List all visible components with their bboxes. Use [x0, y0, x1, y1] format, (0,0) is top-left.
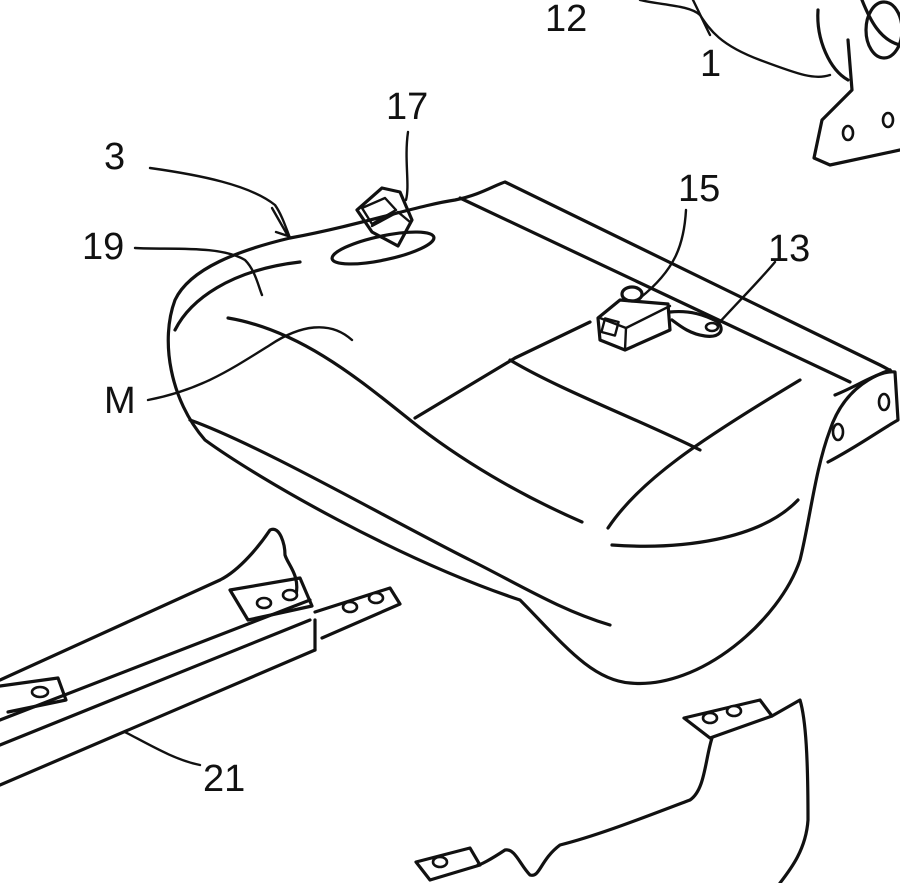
- leader-12: [638, 0, 832, 79]
- arrow-3: [270, 206, 290, 238]
- anchor-13: [668, 309, 723, 338]
- label-3: 3: [104, 136, 126, 178]
- leader-lines: [123, 0, 832, 767]
- buckle-17: [330, 186, 436, 266]
- label-17: 17: [386, 86, 429, 128]
- label-12: 12: [545, 0, 588, 40]
- label-M: M: [104, 380, 136, 422]
- leader-3: [148, 166, 292, 240]
- label-21: 21: [203, 758, 246, 800]
- leader-M: [146, 326, 354, 402]
- seatback-bracket: [812, 0, 900, 167]
- label-13: 13: [768, 228, 811, 270]
- leader-13: [716, 260, 777, 326]
- lower-right-bracket: [414, 698, 810, 883]
- leader-15: [638, 208, 688, 300]
- label-19: 19: [82, 226, 125, 268]
- leader-19: [133, 246, 264, 297]
- buckle-15: [596, 285, 672, 352]
- label-1: 1: [700, 43, 722, 85]
- seat-cushion: [166, 180, 900, 686]
- leader-17: [404, 130, 410, 202]
- label-15: 15: [678, 168, 721, 210]
- left-rail: [0, 527, 402, 787]
- leader-1: [691, 0, 712, 37]
- leader-21: [123, 730, 202, 767]
